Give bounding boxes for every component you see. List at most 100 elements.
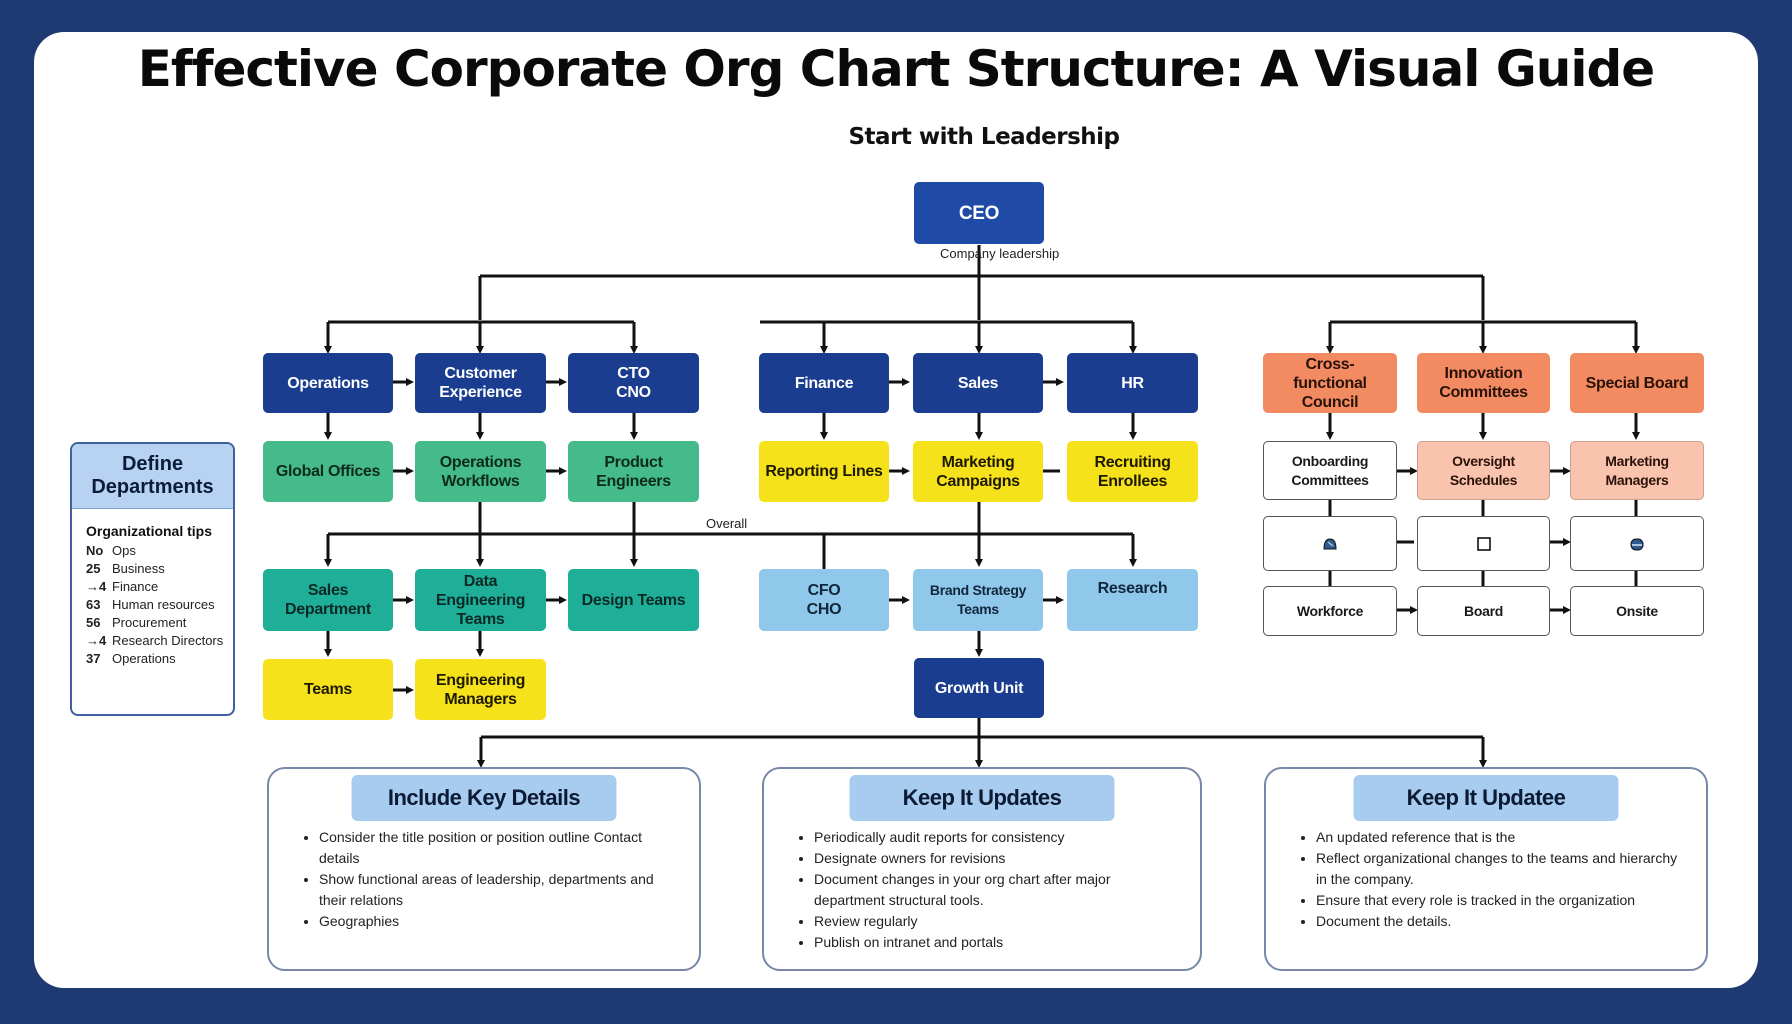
bullet-item: Publish on intranet and portals	[814, 932, 1180, 953]
node-label: Board	[1464, 602, 1503, 619]
unit-node-board[interactable]: Board	[1417, 586, 1550, 636]
node-label: CTO CNO	[616, 365, 651, 401]
icon-node-helmet[interactable]	[1263, 516, 1397, 571]
node-label: Marketing Campaigns	[936, 453, 1020, 490]
team-node-recruiting[interactable]: Recruiting Enrollees	[1067, 441, 1198, 502]
panel-include-key-details: Include Key Details Consider the title p…	[267, 767, 701, 971]
bullet-item: Designate owners for revisions	[814, 848, 1180, 869]
team-node-operations-workflows[interactable]: Operations Workflows	[415, 441, 546, 502]
node-label: Customer Experience	[439, 365, 522, 401]
panel-keep-it-updated: Keep It Updates Periodically audit repor…	[762, 767, 1202, 971]
bullet-item: Periodically audit reports for consisten…	[814, 827, 1180, 848]
unit-node-research[interactable]: Research	[1067, 569, 1198, 631]
sidebox-title: Define Departments	[72, 444, 233, 509]
row-value: Procurement	[112, 615, 187, 630]
team-node-marketing-managers[interactable]: Marketing Managers	[1570, 441, 1704, 500]
sidebox-row: →4 Finance	[86, 579, 233, 594]
node-label: CFO CHO	[806, 582, 842, 618]
dept-node-sales[interactable]: Sales	[913, 353, 1043, 413]
ceo-node[interactable]: CEO	[914, 182, 1044, 244]
node-label: Design Teams	[581, 591, 686, 609]
bullet-item: Reflect organizational changes to the te…	[1316, 848, 1686, 890]
team-node-marketing-campaigns[interactable]: Marketing Campaigns	[913, 441, 1043, 502]
helmet-icon	[1323, 537, 1337, 549]
unit-node-sales-department[interactable]: Sales Department	[263, 569, 393, 631]
unit-node-data-engineering[interactable]: Data Engineering Teams	[415, 569, 546, 631]
dept-node-board[interactable]: Special Board	[1570, 353, 1704, 413]
unit-node-cfo[interactable]: CFO CHO	[759, 569, 889, 631]
dept-node-customer-experience[interactable]: Customer Experience	[415, 353, 546, 413]
node-label: Innovation Committees	[1439, 365, 1528, 401]
node-label: Brand Strategy Teams	[929, 582, 1027, 617]
row-value: Finance	[112, 579, 159, 594]
node-label: Teams	[303, 681, 352, 698]
unit-node-workforce[interactable]: Workforce	[1263, 586, 1397, 636]
panel-title: Keep It Updates	[849, 775, 1115, 821]
bullet-item: Ensure that every role is tracked in the…	[1316, 890, 1686, 911]
node-label: Research	[1097, 580, 1168, 597]
bullet-item: Document the details.	[1316, 911, 1686, 932]
section-subtitle: Start with Leadership	[848, 124, 1120, 150]
dept-node-committees[interactable]: Innovation Committees	[1417, 353, 1550, 413]
sidebox-row: 37 Operations	[86, 651, 233, 666]
team-node-product-engineers[interactable]: Product Engineers	[568, 441, 699, 502]
bullet-item: Show functional areas of leadership, dep…	[319, 869, 679, 911]
dept-node-finance[interactable]: Finance	[759, 353, 889, 413]
bullet-item: Review regularly	[814, 911, 1180, 932]
icon-node-database[interactable]	[1570, 516, 1704, 571]
node-label: Engineering Managers	[435, 671, 526, 708]
node-label: Special Board	[1585, 374, 1689, 392]
node-label: Sales	[957, 374, 999, 392]
panel-bullets: An updated reference that is the Reflect…	[1302, 827, 1686, 932]
ceo-label: CEO	[958, 202, 1000, 224]
team-node-onboarding[interactable]: Onboarding Committees	[1263, 441, 1397, 500]
row-value: Operations	[112, 651, 176, 666]
bullet-item: An updated reference that is the	[1316, 827, 1686, 848]
define-departments-box: Define Departments Organizational tips N…	[70, 442, 235, 716]
dept-node-operations[interactable]: Operations	[263, 353, 393, 413]
row-key: 63	[86, 597, 101, 612]
bullet-item: Geographies	[319, 911, 679, 932]
square-icon	[1476, 536, 1491, 551]
row-key: 56	[86, 615, 101, 630]
dept-node-council[interactable]: Cross-functional Council	[1263, 353, 1397, 413]
panel-bullets: Consider the title position or position …	[305, 827, 679, 932]
dept-node-cto[interactable]: CTO CNO	[568, 353, 699, 413]
node-label: Oversight Schedules	[1449, 452, 1518, 488]
unit-node-teams[interactable]: Teams	[263, 659, 393, 720]
unit-node-brand-strategy[interactable]: Brand Strategy Teams	[913, 569, 1043, 631]
unit-node-onsite[interactable]: Onsite	[1570, 586, 1704, 636]
sidebox-row: No Ops	[86, 543, 233, 558]
node-label: Growth Unit	[934, 679, 1024, 697]
row-value: Ops	[112, 543, 136, 558]
node-label: HR	[1121, 374, 1144, 392]
row-key: 37	[86, 651, 101, 666]
row-key: →4	[86, 579, 107, 594]
row-key: No	[86, 543, 104, 558]
unit-node-design-teams[interactable]: Design Teams	[568, 569, 699, 631]
bullet-item: Consider the title position or position …	[319, 827, 679, 869]
node-label: Product Engineers	[596, 453, 671, 490]
row-key: →4	[86, 633, 107, 648]
page-title: Effective Corporate Org Chart Structure:…	[137, 40, 1655, 98]
node-label: Workforce	[1296, 602, 1364, 619]
icon-node-square[interactable]	[1417, 516, 1550, 571]
sidebox-row: 56 Procurement	[86, 615, 233, 630]
node-label: Onboarding Committees	[1291, 452, 1369, 488]
database-icon	[1630, 538, 1644, 550]
node-label: Operations Workflows	[439, 453, 522, 490]
team-node-oversight[interactable]: Oversight Schedules	[1417, 441, 1550, 500]
unit-node-growth-unit[interactable]: Growth Unit	[914, 658, 1044, 718]
panel-keep-it-updatee: Keep It Updatee An updated reference tha…	[1264, 767, 1708, 971]
unit-node-engineering-managers[interactable]: Engineering Managers	[415, 659, 546, 720]
team-node-reporting-lines[interactable]: Reporting Lines	[759, 441, 889, 502]
panel-bullets: Periodically audit reports for consisten…	[800, 827, 1180, 953]
sidebox-subtitle: Organizational tips	[86, 523, 213, 539]
dept-node-hr[interactable]: HR	[1067, 353, 1198, 413]
team-node-global-offices[interactable]: Global Offices	[263, 441, 393, 502]
row-key: 25	[86, 561, 101, 576]
row-value: Human resources	[112, 597, 215, 612]
panel-title: Keep It Updatee	[1353, 775, 1619, 821]
